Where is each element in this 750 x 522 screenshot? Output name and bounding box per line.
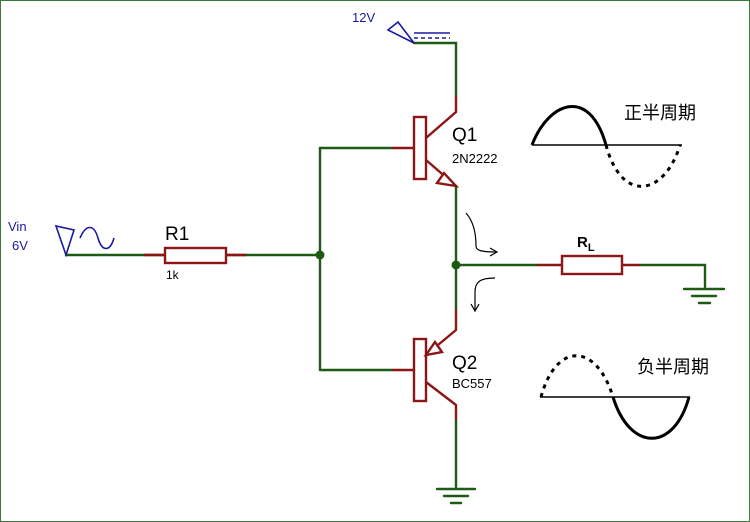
transistor-q2: Q2 BC557 xyxy=(392,310,492,420)
junction-dot-base xyxy=(315,250,325,260)
wire-supply xyxy=(412,41,458,98)
input-value-label: 6V xyxy=(12,238,28,253)
current-arrow-source-icon xyxy=(465,212,497,253)
q1-emitter-arrow-icon xyxy=(434,171,460,188)
q2-name: Q2 xyxy=(452,353,477,374)
q2-collector-lead xyxy=(425,381,458,420)
negative-wave-solid xyxy=(611,396,691,440)
negative-half-label: 负半周期 xyxy=(637,357,709,378)
current-arrowhead-source-icon xyxy=(489,247,499,257)
positive-half-label: 正半周期 xyxy=(624,103,696,124)
supply-arrow-icon xyxy=(386,20,415,44)
resistor-load: RL xyxy=(537,234,640,276)
r1-name: R1 xyxy=(165,224,189,245)
positive-wave-dashed xyxy=(604,144,682,188)
input-arrow-icon xyxy=(54,224,76,258)
supply-terminal: 12V xyxy=(352,10,450,44)
ac-sine-icon xyxy=(79,226,115,250)
q1-part: 2N2222 xyxy=(452,151,498,166)
current-arrows xyxy=(465,212,499,313)
current-arrow-sink-icon xyxy=(474,277,496,310)
transistor-q1: Q1 2N2222 xyxy=(392,96,498,188)
rl-name: RL xyxy=(577,234,595,254)
supply-label: 12V xyxy=(352,10,375,25)
positive-half-cycle-waveform: 正半周期 xyxy=(530,103,696,188)
wire-load-ground xyxy=(638,263,707,289)
ground-q2-icon xyxy=(435,487,477,505)
negative-wave-dashed xyxy=(539,354,615,398)
q1-base-bar xyxy=(412,115,428,181)
q2-part: BC557 xyxy=(452,376,492,391)
q1-collector-lead xyxy=(425,96,458,139)
current-arrowhead-sink-icon xyxy=(470,303,480,313)
ground-load-icon xyxy=(682,287,726,305)
junction-dot-output xyxy=(451,260,461,270)
positive-wave-solid xyxy=(530,104,608,146)
r1-body xyxy=(163,246,228,265)
q2-emitter-arrow-icon xyxy=(423,339,445,357)
negative-half-cycle-waveform: 负半周期 xyxy=(539,354,709,440)
rl-body xyxy=(560,254,624,276)
r1-value: 1k xyxy=(166,268,180,282)
input-source: Vin 6V xyxy=(8,219,115,258)
input-name-label: Vin xyxy=(8,219,27,234)
q1-name: Q1 xyxy=(452,125,477,146)
resistor-r1: R1 1k xyxy=(144,224,246,282)
q2-base-bar xyxy=(412,337,428,403)
